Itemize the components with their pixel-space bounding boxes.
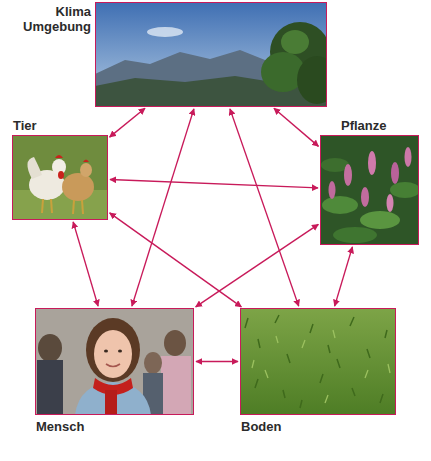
interaction-arrow bbox=[110, 213, 242, 307]
node-label: Mensch bbox=[36, 419, 84, 434]
photo-box: Klima Umgebung bbox=[95, 2, 327, 107]
grass-photo bbox=[245, 315, 387, 408]
landscape-photo bbox=[297, 56, 337, 104]
plant-photo bbox=[405, 147, 412, 167]
person-photo bbox=[105, 390, 117, 415]
chicken-photo bbox=[83, 160, 89, 163]
chicken-photo bbox=[80, 163, 92, 177]
plant-photo bbox=[368, 151, 376, 175]
chicken-photo bbox=[55, 155, 63, 158]
person-photo bbox=[118, 349, 122, 352]
interaction-arrow bbox=[196, 224, 319, 307]
plant-photo bbox=[361, 187, 369, 207]
chicken-photo bbox=[58, 171, 64, 179]
landscape-photo bbox=[147, 27, 183, 37]
interaction-arrow bbox=[110, 180, 318, 188]
interaction-arrow bbox=[132, 109, 194, 306]
landscape-photo bbox=[95, 2, 327, 107]
person-photo bbox=[94, 330, 132, 378]
grass-photo bbox=[252, 330, 390, 403]
chicken-photo bbox=[12, 135, 108, 220]
chicken-photo bbox=[73, 200, 74, 214]
landscape-photo bbox=[95, 2, 337, 107]
interaction-arrow bbox=[110, 108, 145, 137]
interaction-arrow bbox=[73, 222, 98, 306]
person-photo bbox=[164, 330, 186, 356]
grass-photo bbox=[240, 308, 396, 415]
node-label: Boden bbox=[241, 419, 281, 434]
interaction-arrow bbox=[196, 361, 238, 362]
photo-box: Boden bbox=[240, 308, 396, 415]
interaction-arrow bbox=[335, 247, 353, 306]
person-photo bbox=[35, 308, 194, 415]
plant-photo bbox=[322, 196, 358, 214]
photo-box: Mensch bbox=[35, 308, 194, 415]
plant-photo bbox=[391, 162, 399, 184]
person-photo bbox=[38, 334, 62, 362]
person-photo bbox=[161, 356, 191, 415]
node-label: Pflanze bbox=[341, 118, 387, 133]
photo-box: Tier bbox=[12, 135, 108, 220]
landscape-photo bbox=[95, 50, 327, 107]
plant-photo bbox=[344, 164, 352, 186]
node-label: Klima Umgebung bbox=[21, 4, 91, 34]
person-photo bbox=[37, 360, 63, 415]
photo-box: Pflanze bbox=[320, 135, 419, 245]
plant-photo bbox=[360, 211, 400, 229]
person-photo bbox=[86, 318, 140, 382]
plant-photo bbox=[387, 194, 394, 212]
chicken-photo bbox=[82, 200, 83, 214]
plant-photo bbox=[333, 227, 377, 243]
person-photo bbox=[35, 308, 194, 415]
chicken-photo bbox=[27, 157, 42, 179]
plant-photo bbox=[320, 135, 419, 245]
plant-photo bbox=[320, 135, 420, 245]
chicken-photo bbox=[12, 135, 108, 220]
plant-photo bbox=[329, 181, 336, 199]
node-label: Tier bbox=[13, 118, 37, 133]
person-photo bbox=[106, 364, 120, 367]
person-photo bbox=[144, 352, 162, 374]
plant-photo bbox=[390, 182, 420, 198]
interaction-arrow bbox=[274, 108, 319, 146]
chicken-photo bbox=[42, 199, 43, 213]
chicken-photo bbox=[51, 199, 52, 213]
chicken-photo bbox=[62, 173, 94, 201]
connectors bbox=[73, 108, 352, 361]
grass-photo bbox=[240, 308, 396, 415]
landscape-photo bbox=[281, 30, 309, 54]
person-photo bbox=[104, 349, 108, 352]
